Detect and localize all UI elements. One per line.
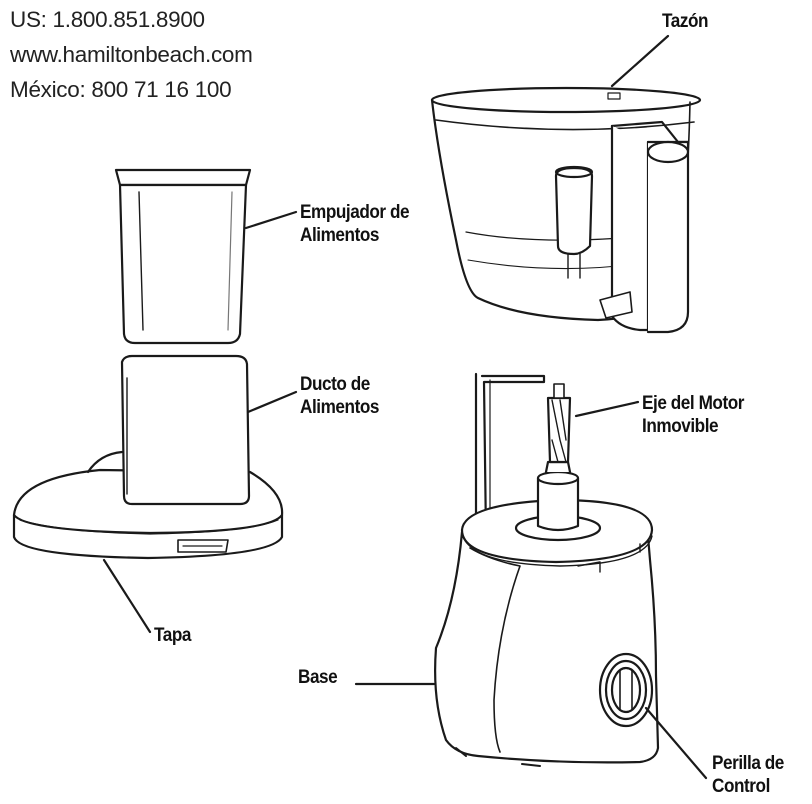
website-url: www.hamiltonbeach.com [10, 42, 253, 67]
label-base: Base [298, 666, 338, 689]
label-base-text: Base [298, 666, 338, 688]
label-lid: Tapa [154, 624, 191, 647]
phone-mexico: México: 800 71 16 100 [10, 77, 232, 102]
label-food-pusher-line2: Alimentos [300, 224, 379, 246]
label-bowl-text: Tazón [662, 10, 709, 32]
lid-leader [102, 558, 152, 634]
contact-info: US: 1.800.851.8900 www.hamiltonbeach.com… [10, 2, 253, 107]
label-motor-shaft-line1: Eje del Motor [642, 392, 745, 414]
base-illustration [434, 372, 660, 767]
food-chute-leader [246, 390, 298, 414]
label-food-chute-line1: Ducto de [300, 373, 370, 395]
motor-shaft-leader [574, 400, 640, 418]
label-food-chute-line2: Alimentos [300, 396, 379, 418]
food-pusher-leader [244, 210, 298, 230]
label-control-knob: Perilla de Control [712, 752, 784, 798]
label-motor-shaft-line2: Inmovible [642, 415, 719, 437]
label-lid-text: Tapa [154, 624, 192, 646]
label-control-knob-line2: Control [712, 775, 770, 797]
bowl-leader [610, 34, 670, 88]
label-food-pusher-line1: Empujador de [300, 201, 410, 223]
food-chute-illustration [120, 354, 251, 506]
label-motor-shaft: Eje del Motor Inmovible [642, 392, 744, 438]
control-knob-leader [644, 706, 708, 780]
label-food-chute: Ducto de Alimentos [300, 373, 379, 419]
label-food-pusher: Empujador de Alimentos [300, 201, 410, 247]
label-bowl: Tazón [662, 10, 709, 33]
food-pusher-illustration [114, 168, 252, 345]
phone-us: US: 1.800.851.8900 [10, 7, 205, 32]
bowl-illustration [430, 86, 702, 334]
label-control-knob-line1: Perilla de [712, 752, 784, 774]
